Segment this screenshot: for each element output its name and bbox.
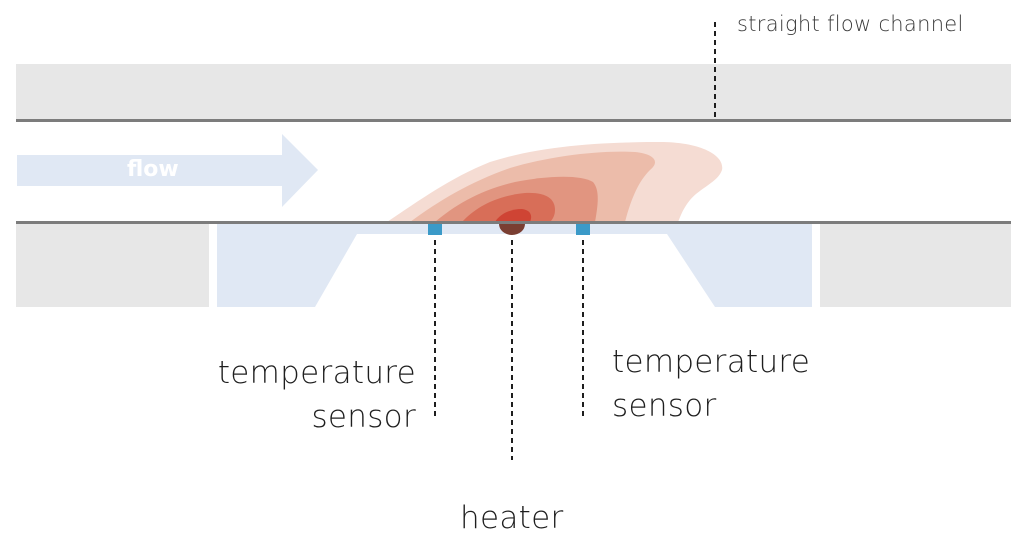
bottom-wall-line [16, 221, 1011, 224]
heater-label: heater [460, 500, 564, 536]
membrane-cavity [217, 224, 812, 307]
right-sensor-label-line1: temperature [612, 344, 811, 380]
left-sensor-label: temperature sensor [218, 351, 416, 439]
right-temperature-sensor [576, 224, 590, 235]
top-wall-line [16, 119, 1011, 122]
left-substrate-block [16, 224, 209, 307]
left-sensor-label-line1: temperature [217, 355, 416, 391]
flow-arrow [17, 134, 318, 207]
top-channel-wall [16, 64, 1011, 120]
flow-label: flow [127, 157, 179, 182]
heat-contour-4 [462, 192, 555, 222]
right-substrate-block [820, 224, 1011, 307]
channel-label: straight flow channel [737, 12, 964, 36]
heat-contour-5 [495, 209, 532, 222]
right-sensor-label-line2: sensor [612, 388, 717, 424]
left-temperature-sensor [428, 224, 442, 235]
heat-plume [387, 142, 723, 222]
left-sensor-label-line2: sensor [311, 399, 416, 435]
right-sensor-label: temperature sensor [612, 340, 810, 428]
heater-element [499, 224, 525, 235]
